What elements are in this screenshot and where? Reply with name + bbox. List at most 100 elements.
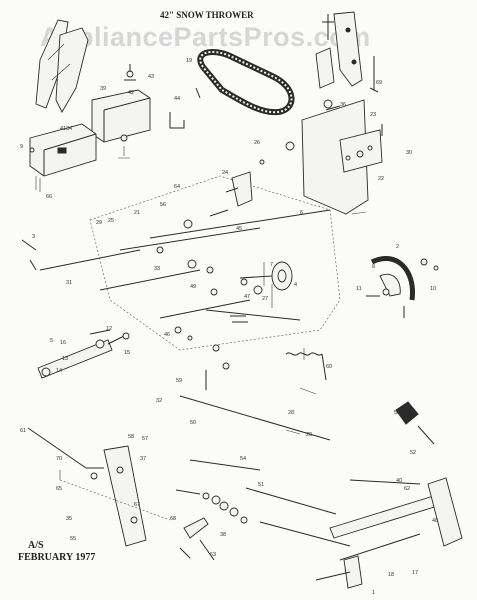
- callout-number: 38: [220, 532, 226, 538]
- callout-number: 58: [128, 434, 134, 440]
- callout-number: 41: [60, 126, 66, 132]
- callout-number: 48: [432, 518, 438, 524]
- callout-number: 32: [156, 398, 162, 404]
- callout-number: 11: [356, 286, 362, 292]
- footer-code: A/S: [28, 540, 44, 551]
- callout-number: 3: [32, 234, 35, 240]
- callout-number: 31: [66, 280, 72, 286]
- callout-number: 39: [100, 86, 106, 92]
- callout-number: 65: [56, 486, 62, 492]
- callout-number: 46: [164, 332, 170, 338]
- callout-number: 10: [430, 286, 436, 292]
- lower-center-linkage: [175, 459, 351, 561]
- control-knob: [395, 401, 435, 445]
- callout-number: 27: [262, 296, 268, 302]
- callout-number: 70: [56, 456, 62, 462]
- callout-number: 7: [270, 262, 273, 268]
- callout-number: 37: [140, 456, 146, 462]
- callout-number: 69: [376, 80, 382, 86]
- small-pin: [195, 87, 201, 99]
- callout-number: 19: [186, 58, 192, 64]
- callout-number: 2: [396, 244, 399, 250]
- rod-62: [349, 479, 421, 485]
- footer-date: FEBRUARY 1977: [18, 552, 95, 563]
- callout-number: 28: [288, 410, 294, 416]
- callout-number: 9: [20, 144, 23, 150]
- callout-number: 20: [306, 432, 312, 438]
- lower-left-bracket: [27, 427, 147, 547]
- callout-number: 60: [326, 364, 332, 370]
- callout-number: 26: [254, 140, 260, 146]
- base-line: [59, 479, 171, 521]
- callout-number: 13: [62, 356, 68, 362]
- callout-number: 16: [60, 340, 66, 346]
- watermark: AppliancePartsPros.com: [40, 22, 371, 52]
- control-rod: [179, 395, 331, 441]
- callout-number: 8: [372, 264, 375, 270]
- callout-number: 40: [396, 478, 402, 484]
- callout-number: 56: [160, 202, 166, 208]
- callout-number: 18: [388, 572, 394, 578]
- hook-part: [169, 112, 185, 129]
- diagram-title: 42" SNOW THROWER: [160, 10, 254, 20]
- callout-number: 57: [142, 436, 148, 442]
- callout-number: 14: [56, 368, 62, 374]
- v-belt: [197, 49, 295, 116]
- left-linkage: [21, 239, 130, 379]
- callout-number: 64: [174, 184, 180, 190]
- callout-number: 1: [372, 590, 375, 596]
- bracket-24: [225, 171, 253, 207]
- frame-plate: [301, 99, 383, 215]
- middle-hardware: [156, 99, 333, 390]
- callout-number: 51: [258, 482, 264, 488]
- callout-number: 68: [170, 516, 176, 522]
- callout-number: 55: [70, 536, 76, 542]
- callout-number: 62: [404, 486, 410, 492]
- callout-number: 12: [106, 326, 112, 332]
- drive-pulley: [239, 261, 293, 295]
- callout-number: 63: [210, 552, 216, 558]
- callout-number: 35: [66, 516, 72, 522]
- callout-number: 45: [236, 226, 242, 232]
- callout-number: 59: [176, 378, 182, 384]
- callout-number: 17: [412, 570, 418, 576]
- callout-number: 29: [96, 220, 102, 226]
- callout-number: 15: [124, 350, 130, 356]
- callout-number: 67: [134, 502, 140, 508]
- callout-number: 52: [410, 450, 416, 456]
- callout-number: 24: [222, 170, 228, 176]
- callout-number: 36: [340, 102, 346, 108]
- callout-number: 33: [154, 266, 160, 272]
- chute-piece: [91, 89, 151, 143]
- hardware-bolts: [29, 64, 136, 159]
- belt-guard-arc: [366, 255, 439, 318]
- callout-number: 5: [50, 338, 53, 344]
- callout-number: 25: [108, 218, 114, 224]
- chute-deflector-group: [35, 19, 89, 113]
- chute-housing: [29, 123, 97, 192]
- callout-number: 61: [20, 428, 26, 434]
- callout-number: 49: [190, 284, 196, 290]
- callout-number: 42: [128, 90, 134, 96]
- callout-number: 30: [406, 150, 412, 156]
- auger-housing-outline: [89, 175, 341, 351]
- callout-number: 23: [370, 112, 376, 118]
- callout-number: 4: [294, 282, 297, 288]
- callout-number: 54: [240, 456, 246, 462]
- shafts-and-rods: [39, 209, 331, 321]
- callout-number: 47: [244, 294, 250, 300]
- scraper-bar: [315, 477, 463, 589]
- callout-number: 34: [66, 126, 72, 132]
- callout-numbers: 18 17 1 2 3 4 5 6 7 8 9 10 11 12 13 14 1…: [20, 58, 438, 596]
- callout-number: 44: [174, 96, 180, 102]
- callout-number: 22: [378, 176, 384, 182]
- leader-lines: [263, 211, 367, 435]
- callout-number: 50: [190, 420, 196, 426]
- callout-number: 6: [300, 210, 303, 216]
- callout-number: 66: [46, 194, 52, 200]
- callout-number: 21: [134, 210, 140, 216]
- top-right-bracket: [315, 11, 379, 93]
- callout-number: 43: [148, 74, 154, 80]
